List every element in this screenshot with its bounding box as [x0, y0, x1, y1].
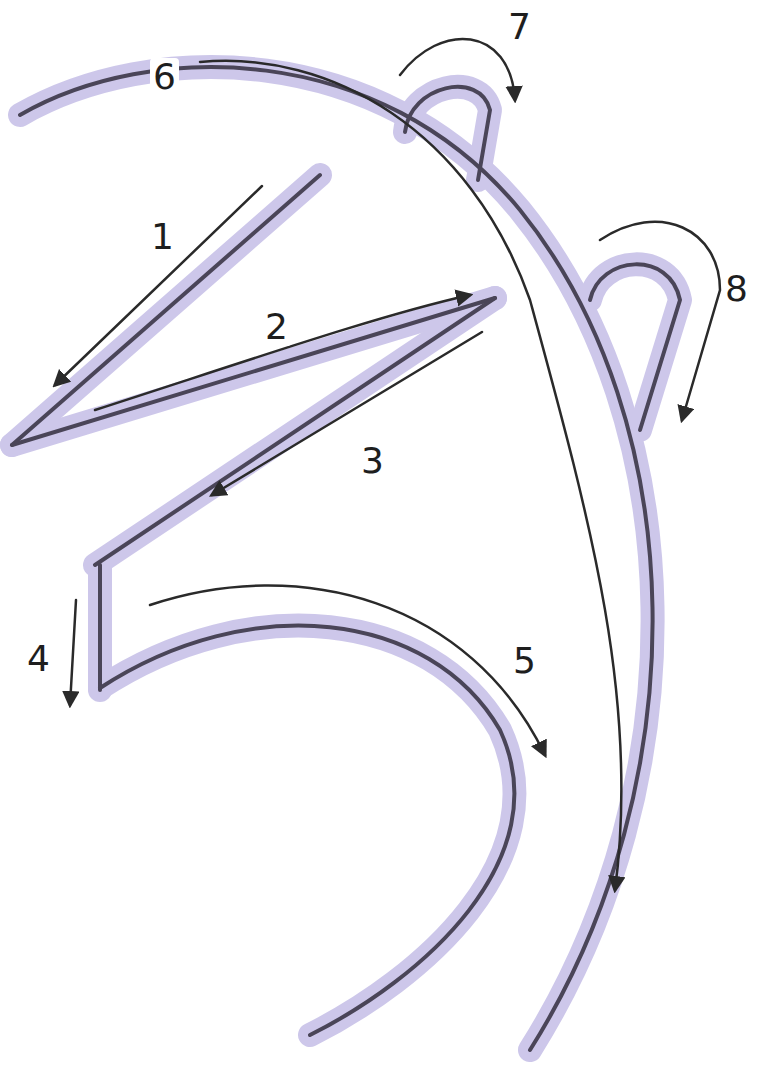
callout-number: 6 [150, 58, 179, 96]
callout-number: 8 [722, 270, 751, 308]
callout-number: 5 [510, 642, 539, 680]
callout-number: 7 [505, 8, 534, 46]
callout-number: 2 [262, 308, 291, 346]
callout-number: 4 [24, 640, 53, 678]
callout-number: 1 [148, 218, 177, 256]
callout-number: 3 [358, 442, 387, 480]
